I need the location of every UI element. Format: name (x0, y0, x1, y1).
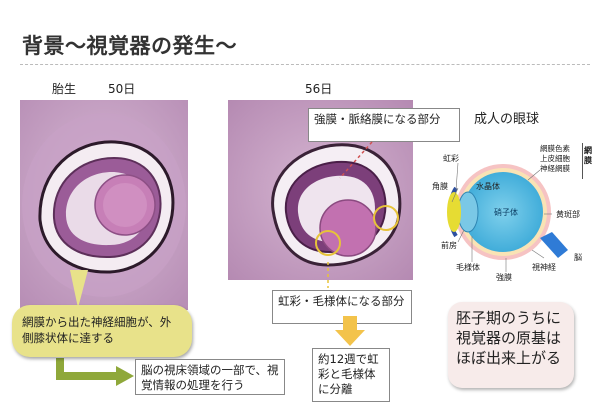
day56-label: 56日 (305, 82, 333, 96)
vitreous-body (463, 172, 543, 252)
optic-nerve-arrow (540, 232, 568, 258)
adult-eye-diagram (447, 162, 568, 272)
adult-eye-label: 成人の眼球 (474, 112, 540, 127)
annotation-sclera-choroid: 強膜・脈絡膜になる部分 (308, 108, 460, 142)
retina-layer-1: 網膜色素 (540, 144, 570, 153)
retina-layer-2: 上皮細胞 (540, 154, 570, 163)
sclera-leader-line (339, 141, 373, 179)
retina-layer-3: 神経網膜 (540, 164, 570, 173)
histology-image-day56 (228, 100, 413, 280)
day50-label: 50日 (108, 82, 136, 96)
eye-label-anterior-chamber: 前房 (441, 241, 457, 250)
annotation-iris-ciliary: 虹彩・毛様体になる部分 (272, 290, 412, 324)
eye-label-retina-layers: 網膜色素 上皮細胞 神経網膜 (540, 144, 570, 174)
eye-label-ciliary-body: 毛様体 (456, 263, 480, 272)
retina-bracket (582, 143, 583, 179)
eye-label-optic-nerve: 視神経 (532, 263, 556, 272)
eye-label-vitreous: 硝子体 (494, 208, 518, 217)
annotation-week12: 約12週で虹彩と毛様体に分離 (312, 348, 390, 402)
summary-box: 胚子期のうちに視覚器の原基はほぼ出来上がる (448, 302, 574, 388)
callout-pointer (70, 270, 88, 308)
orange-arrow-head (335, 330, 365, 346)
eye-label-lens: 水晶体 (476, 182, 500, 191)
histology-image-day50 (20, 100, 188, 310)
annotation-thalamus: 脳の視床領域の一部で、視覚情報の処理を行う (135, 359, 285, 395)
eye-label-sclera: 強膜 (496, 273, 512, 282)
slide-title: 背景～視覚器の発生～ (22, 34, 237, 58)
eye-label-brain: 脳 (574, 253, 582, 262)
cornea-shape (447, 192, 461, 232)
eye-label-cornea: 角膜 (432, 182, 448, 191)
eye-label-retina: 網膜 (584, 146, 592, 165)
eye-label-iris: 虹彩 (443, 154, 459, 163)
orange-arrow-shaft (343, 316, 357, 330)
title-divider (20, 64, 590, 65)
eye-label-macula: 黄斑部 (556, 210, 580, 219)
callout-retina-to-lgn: 網膜から出た神経細胞が、外側膝状体に達する (12, 305, 192, 357)
green-arrow-head (116, 366, 134, 386)
fetal-label: 胎生 (52, 82, 77, 96)
green-arrow (56, 358, 118, 380)
